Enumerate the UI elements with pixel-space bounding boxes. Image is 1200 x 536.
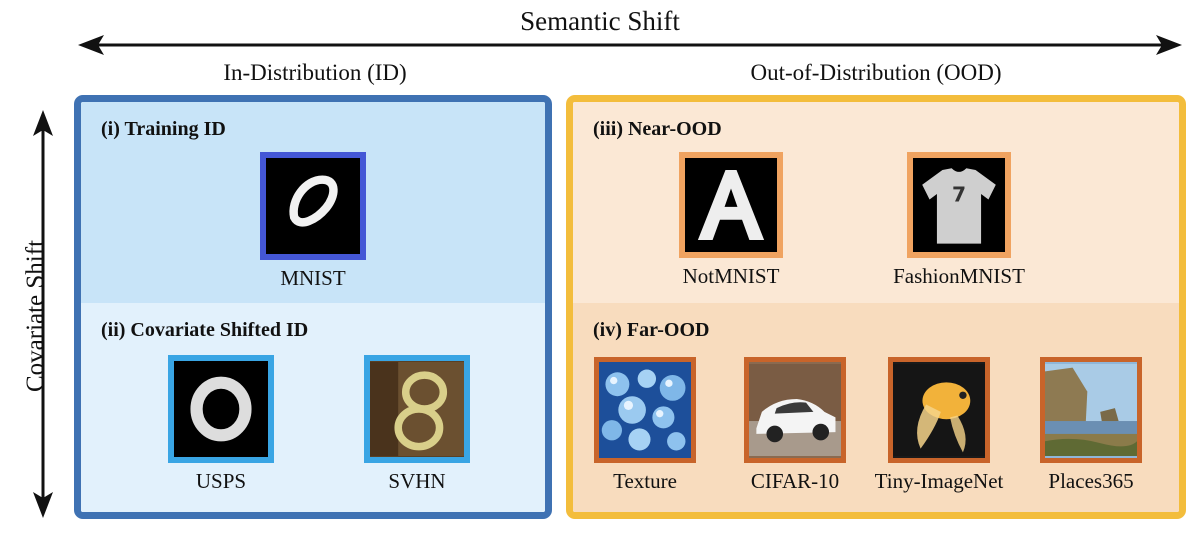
texture-caption: Texture <box>613 469 677 493</box>
out-of-distribution-title: Out-of-Distribution (OOD) <box>750 60 1002 85</box>
far-ood-label: (iv) Far-OOD <box>593 319 710 341</box>
usps-caption: USPS <box>195 469 247 493</box>
covariate-shift-arrow <box>33 110 53 518</box>
cifar10-car-image <box>744 357 846 463</box>
fashionmnist-caption: FashionMNIST <box>893 264 1025 288</box>
covariate-shifted-id-label: (ii) Covariate Shifted ID <box>101 319 309 341</box>
cifar10-caption: CIFAR-10 <box>750 469 840 493</box>
covariate-shifted-id-panel: (ii) Covariate Shifted ID USPS SVHN <box>81 303 545 512</box>
notmnist-sample: NotMNIST <box>651 152 811 289</box>
semantic-shift-label: Semantic Shift <box>520 6 680 36</box>
tiny-imagenet-goldfish-image <box>888 357 990 463</box>
tiny-imagenet-caption: Tiny-ImageNet <box>874 469 1004 493</box>
svg-text:7: 7 <box>952 182 966 206</box>
usps-sample: USPS <box>141 355 301 494</box>
svhn-digit-image <box>364 355 470 463</box>
places365-sample: Places365 <box>1011 357 1171 494</box>
svhn-caption: SVHN <box>388 469 446 493</box>
out-of-distribution-box: (iii) Near-OOD NotMNIST 7 FashionMNIST (… <box>566 95 1186 519</box>
tiny-imagenet-sample: Tiny-ImageNet <box>859 357 1019 494</box>
semantic-shift-arrow <box>78 35 1182 55</box>
far-ood-panel: (iv) Far-OOD Texture CIFAR-10 <box>573 303 1179 512</box>
training-id-label: (i) Training ID <box>101 118 226 140</box>
usps-digit-image <box>168 355 274 463</box>
in-distribution-title: In-Distribution (ID) <box>223 60 407 85</box>
covariate-shift-label: Covariate Shift <box>22 239 49 393</box>
near-ood-label: (iii) Near-OOD <box>593 118 722 140</box>
near-ood-panel: (iii) Near-OOD NotMNIST 7 FashionMNIST <box>573 102 1179 303</box>
cifar10-sample: CIFAR-10 <box>715 357 875 494</box>
texture-sample: Texture <box>573 357 725 494</box>
places365-caption: Places365 <box>1048 469 1134 493</box>
fashionmnist-shirt-image: 7 <box>907 152 1011 258</box>
svhn-sample: SVHN <box>337 355 497 494</box>
mnist-digit-image <box>260 152 366 260</box>
in-distribution-box: (i) Training ID MNIST (ii) Covariate Shi… <box>74 95 552 519</box>
mnist-caption: MNIST <box>280 266 346 290</box>
mnist-sample: MNIST <box>233 152 393 291</box>
places365-coast-image <box>1040 357 1142 463</box>
fashionmnist-sample: 7 FashionMNIST <box>879 152 1039 289</box>
notmnist-caption: NotMNIST <box>682 264 780 288</box>
notmnist-letter-image <box>679 152 783 258</box>
texture-image <box>594 357 696 463</box>
training-id-panel: (i) Training ID MNIST <box>81 102 545 303</box>
